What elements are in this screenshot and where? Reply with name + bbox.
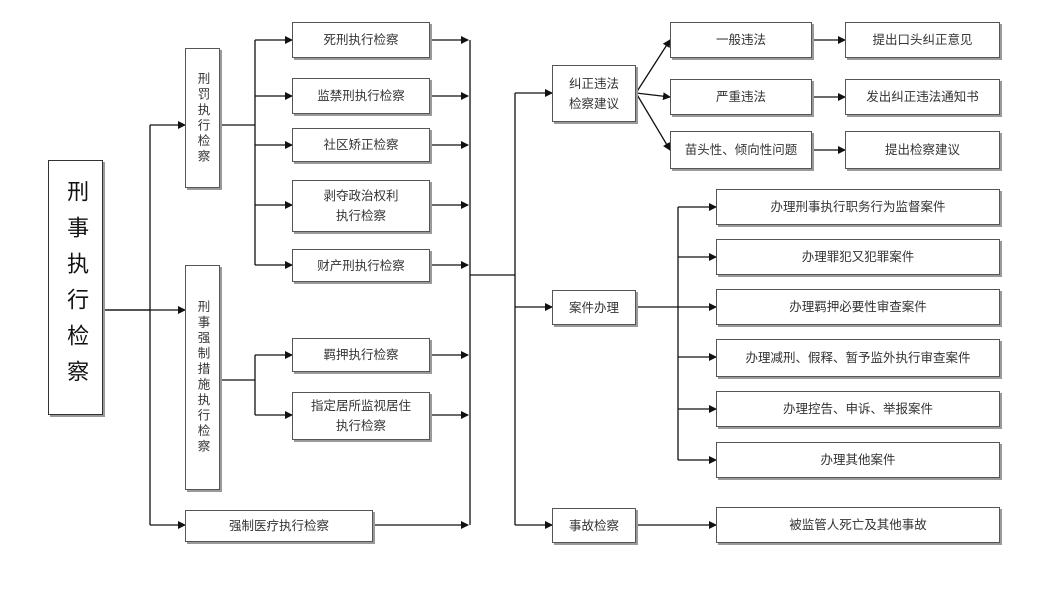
node-designated-residence: 指定居所监视居住 执行检察 (292, 392, 430, 440)
node-case-commutation-parole: 办理减刑、假释、暂予监外执行审查案件 (716, 339, 1000, 377)
node-death-penalty: 死刑执行检察 (292, 22, 430, 58)
node-coercive-measures: 刑事强制措施执行检察 (185, 265, 220, 490)
node-trend-issue: 苗头性、倾向性问题 (670, 131, 812, 169)
node-case-handling: 案件办理 (552, 290, 636, 325)
node-property-penalty: 财产刑执行检察 (292, 249, 430, 282)
node-correction-notice: 发出纠正违法通知书 (845, 79, 1000, 115)
node-case-other: 办理其他案件 (716, 442, 1000, 478)
node-case-duty-supervision: 办理刑事执行职务行为监督案件 (716, 189, 1000, 225)
node-penalty-execution: 刑罚执行检察 (185, 48, 220, 188)
node-oral-correction: 提出口头纠正意见 (845, 22, 1000, 58)
node-community-correction: 社区矫正检察 (292, 128, 430, 162)
node-political-rights: 剥夺政治权利 执行检察 (292, 180, 430, 232)
node-root: 刑事执行检察 (48, 160, 103, 415)
node-case-complaints: 办理控告、申诉、举报案件 (716, 391, 1000, 427)
node-serious-violation: 严重违法 (670, 79, 812, 115)
node-custody-execution: 羁押执行检察 (292, 338, 430, 372)
node-case-custody-review: 办理羁押必要性审查案件 (716, 289, 1000, 325)
node-imprisonment: 监禁刑执行检察 (292, 78, 430, 114)
node-case-reoffending: 办理罪犯又犯罪案件 (716, 239, 1000, 275)
node-procuratorial-advice: 提出检察建议 (845, 131, 1000, 169)
node-accident-inspection: 事故检察 (552, 508, 636, 543)
node-correct-violation: 纠正违法 检察建议 (552, 65, 636, 122)
node-medical-execution: 强制医疗执行检察 (185, 510, 373, 542)
node-case-death-accident: 被监管人死亡及其他事故 (716, 507, 1000, 543)
node-general-violation: 一般违法 (670, 22, 812, 58)
